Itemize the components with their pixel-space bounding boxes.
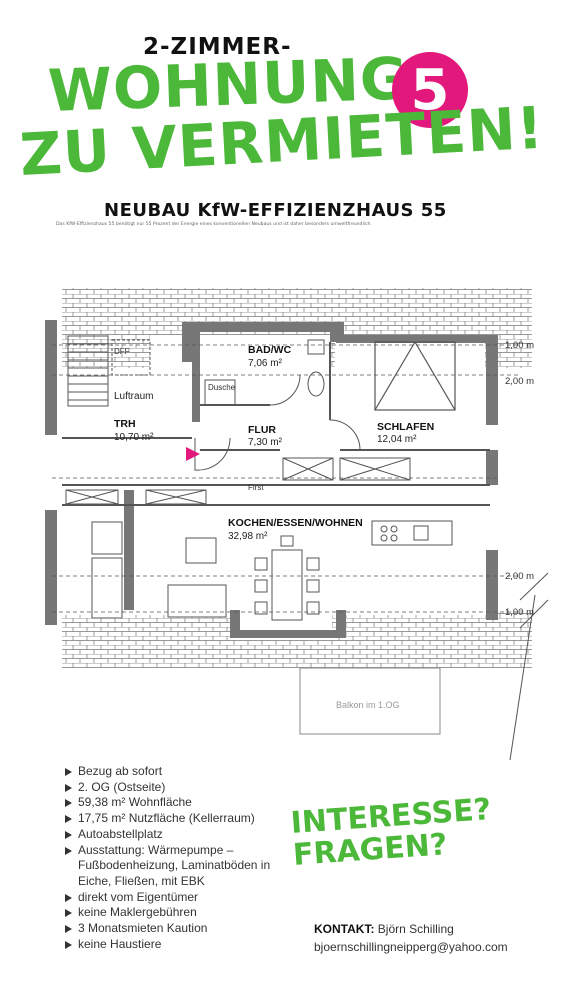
dining-table [254, 535, 320, 621]
contact-name: Björn Schilling [377, 922, 454, 936]
feature-list: Bezug ab sofort 2. OG (Ostseite) 59,38 m… [64, 764, 274, 952]
height-mark-4: 1,00 m [505, 607, 534, 618]
room-name-trh: TRH [114, 418, 136, 430]
height-marker [519, 572, 549, 601]
room-name-flur: FLUR [248, 424, 276, 436]
bathroom-fixtures [204, 339, 325, 406]
list-item: 59,38 m² Wohnfläche [64, 795, 274, 811]
list-item: 3 Monatsmieten Kaution [64, 921, 274, 937]
list-item: Autoabstellplatz [64, 827, 274, 843]
doors [194, 419, 361, 471]
room-area-trh: 10,70 m² [114, 432, 154, 443]
room-name-kochen: KOCHEN/ESSEN/WOHNEN [228, 517, 363, 529]
built-in-units [65, 457, 411, 505]
footnote: Das KfW-Effizienzhaus 55 benötigt nur 55… [56, 222, 372, 227]
kitchen-counter [371, 520, 453, 546]
contact-label: KONTAKT: [314, 922, 375, 936]
list-item: 17,75 m² Nutzfläche (Kellerraum) [64, 811, 274, 827]
room-name-bad: BAD/WC [248, 344, 292, 356]
balkon-label: Balkon im 1.OG [336, 700, 400, 710]
contact-email[interactable]: bjoernschillingneipperg@yahoo.com [314, 940, 508, 954]
cta-heading: INTERESSE? FRAGEN? [290, 792, 494, 872]
room-area-kochen: 32,98 m² [228, 531, 268, 542]
luftraum-label: Luftraum [114, 391, 153, 402]
dff-label: DFF [114, 347, 130, 356]
first-label: First [248, 483, 264, 492]
floor-plan: BAD/WC TRH FLUR SCHLAFEN KOCHEN/ESSEN/WO… [45, 288, 549, 761]
walls [45, 320, 498, 638]
entrance-arrow-icon [186, 447, 200, 461]
height-mark-3: 2,00 m [505, 571, 534, 582]
subtitle: NEUBAU KfW-EFFIZIENZHAUS 55 [104, 200, 447, 221]
height-mark-1: 1,00 m [505, 340, 534, 351]
dusche-label: Dusche [208, 383, 236, 392]
list-item: 2. OG (Ostseite) [64, 780, 274, 796]
apartment-number-badge: 5 [392, 52, 468, 128]
list-item: direkt vom Eigentümer [64, 890, 274, 906]
list-item: Ausstattung: Wärmepumpe – Fußbodenheizun… [64, 843, 274, 890]
height-mark-2: 2,00 m [505, 376, 534, 387]
list-item: keine Maklergebühren [64, 905, 274, 921]
balcony [299, 667, 441, 735]
room-area-bad: 7,06 m² [248, 358, 283, 369]
room-area-schlafen: 12,04 m² [377, 434, 417, 445]
list-item: keine Haustiere [64, 937, 274, 953]
roof-window [374, 340, 456, 411]
room-name-schlafen: SCHLAFEN [377, 421, 434, 433]
room-area-flur: 7,30 m² [248, 437, 283, 448]
list-item: Bezug ab sofort [64, 764, 274, 780]
pre-title: 2-ZIMMER- [143, 34, 292, 60]
contact-block: KONTAKT: Björn Schilling bjoernschilling… [314, 920, 508, 956]
